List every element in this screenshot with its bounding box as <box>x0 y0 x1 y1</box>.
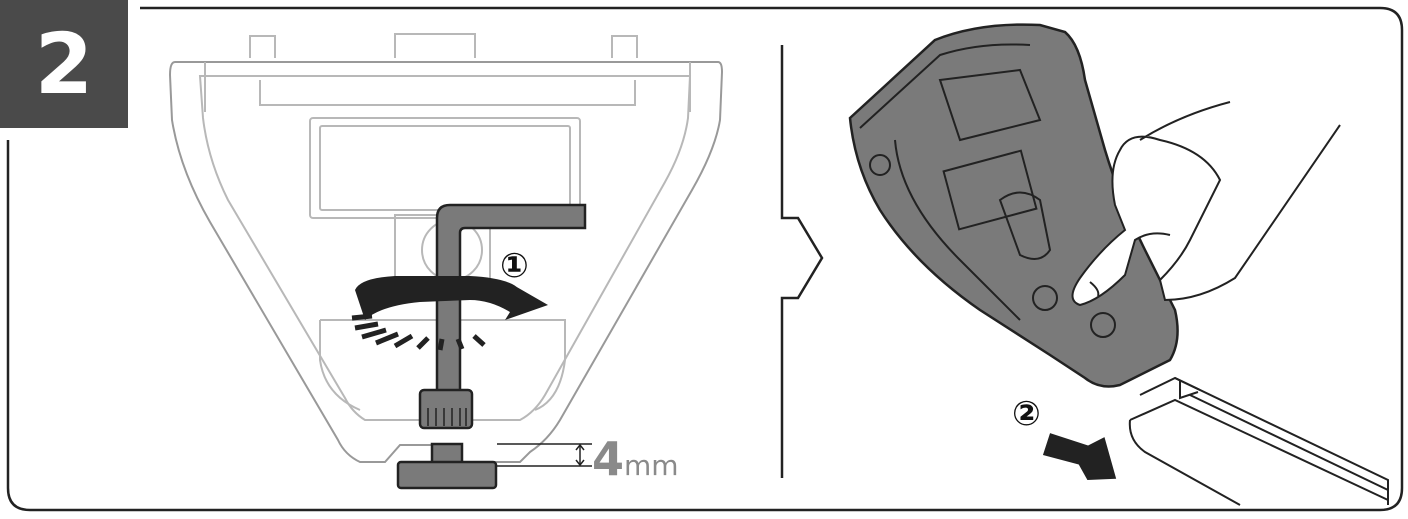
gap-value: 4 <box>592 432 625 486</box>
rotation-arrow <box>351 276 548 351</box>
rail <box>1128 376 1389 506</box>
gap-measurement: 4mm <box>592 432 679 486</box>
hex-key <box>435 203 587 397</box>
knurled-nut <box>418 388 474 430</box>
gap-indicator <box>497 443 592 467</box>
panel-frame <box>6 6 1404 512</box>
step-marker-pull: ② <box>1012 394 1041 434</box>
gap-unit: mm <box>624 449 679 482</box>
t-bolt <box>396 442 498 490</box>
bracket-details <box>859 43 1116 338</box>
step-number-badge: 2 <box>0 0 128 128</box>
step-marker-rotate: ① <box>500 246 529 286</box>
pull-arrow <box>1042 433 1117 480</box>
next-arrow-divider <box>780 45 824 478</box>
hand <box>1071 101 1341 307</box>
